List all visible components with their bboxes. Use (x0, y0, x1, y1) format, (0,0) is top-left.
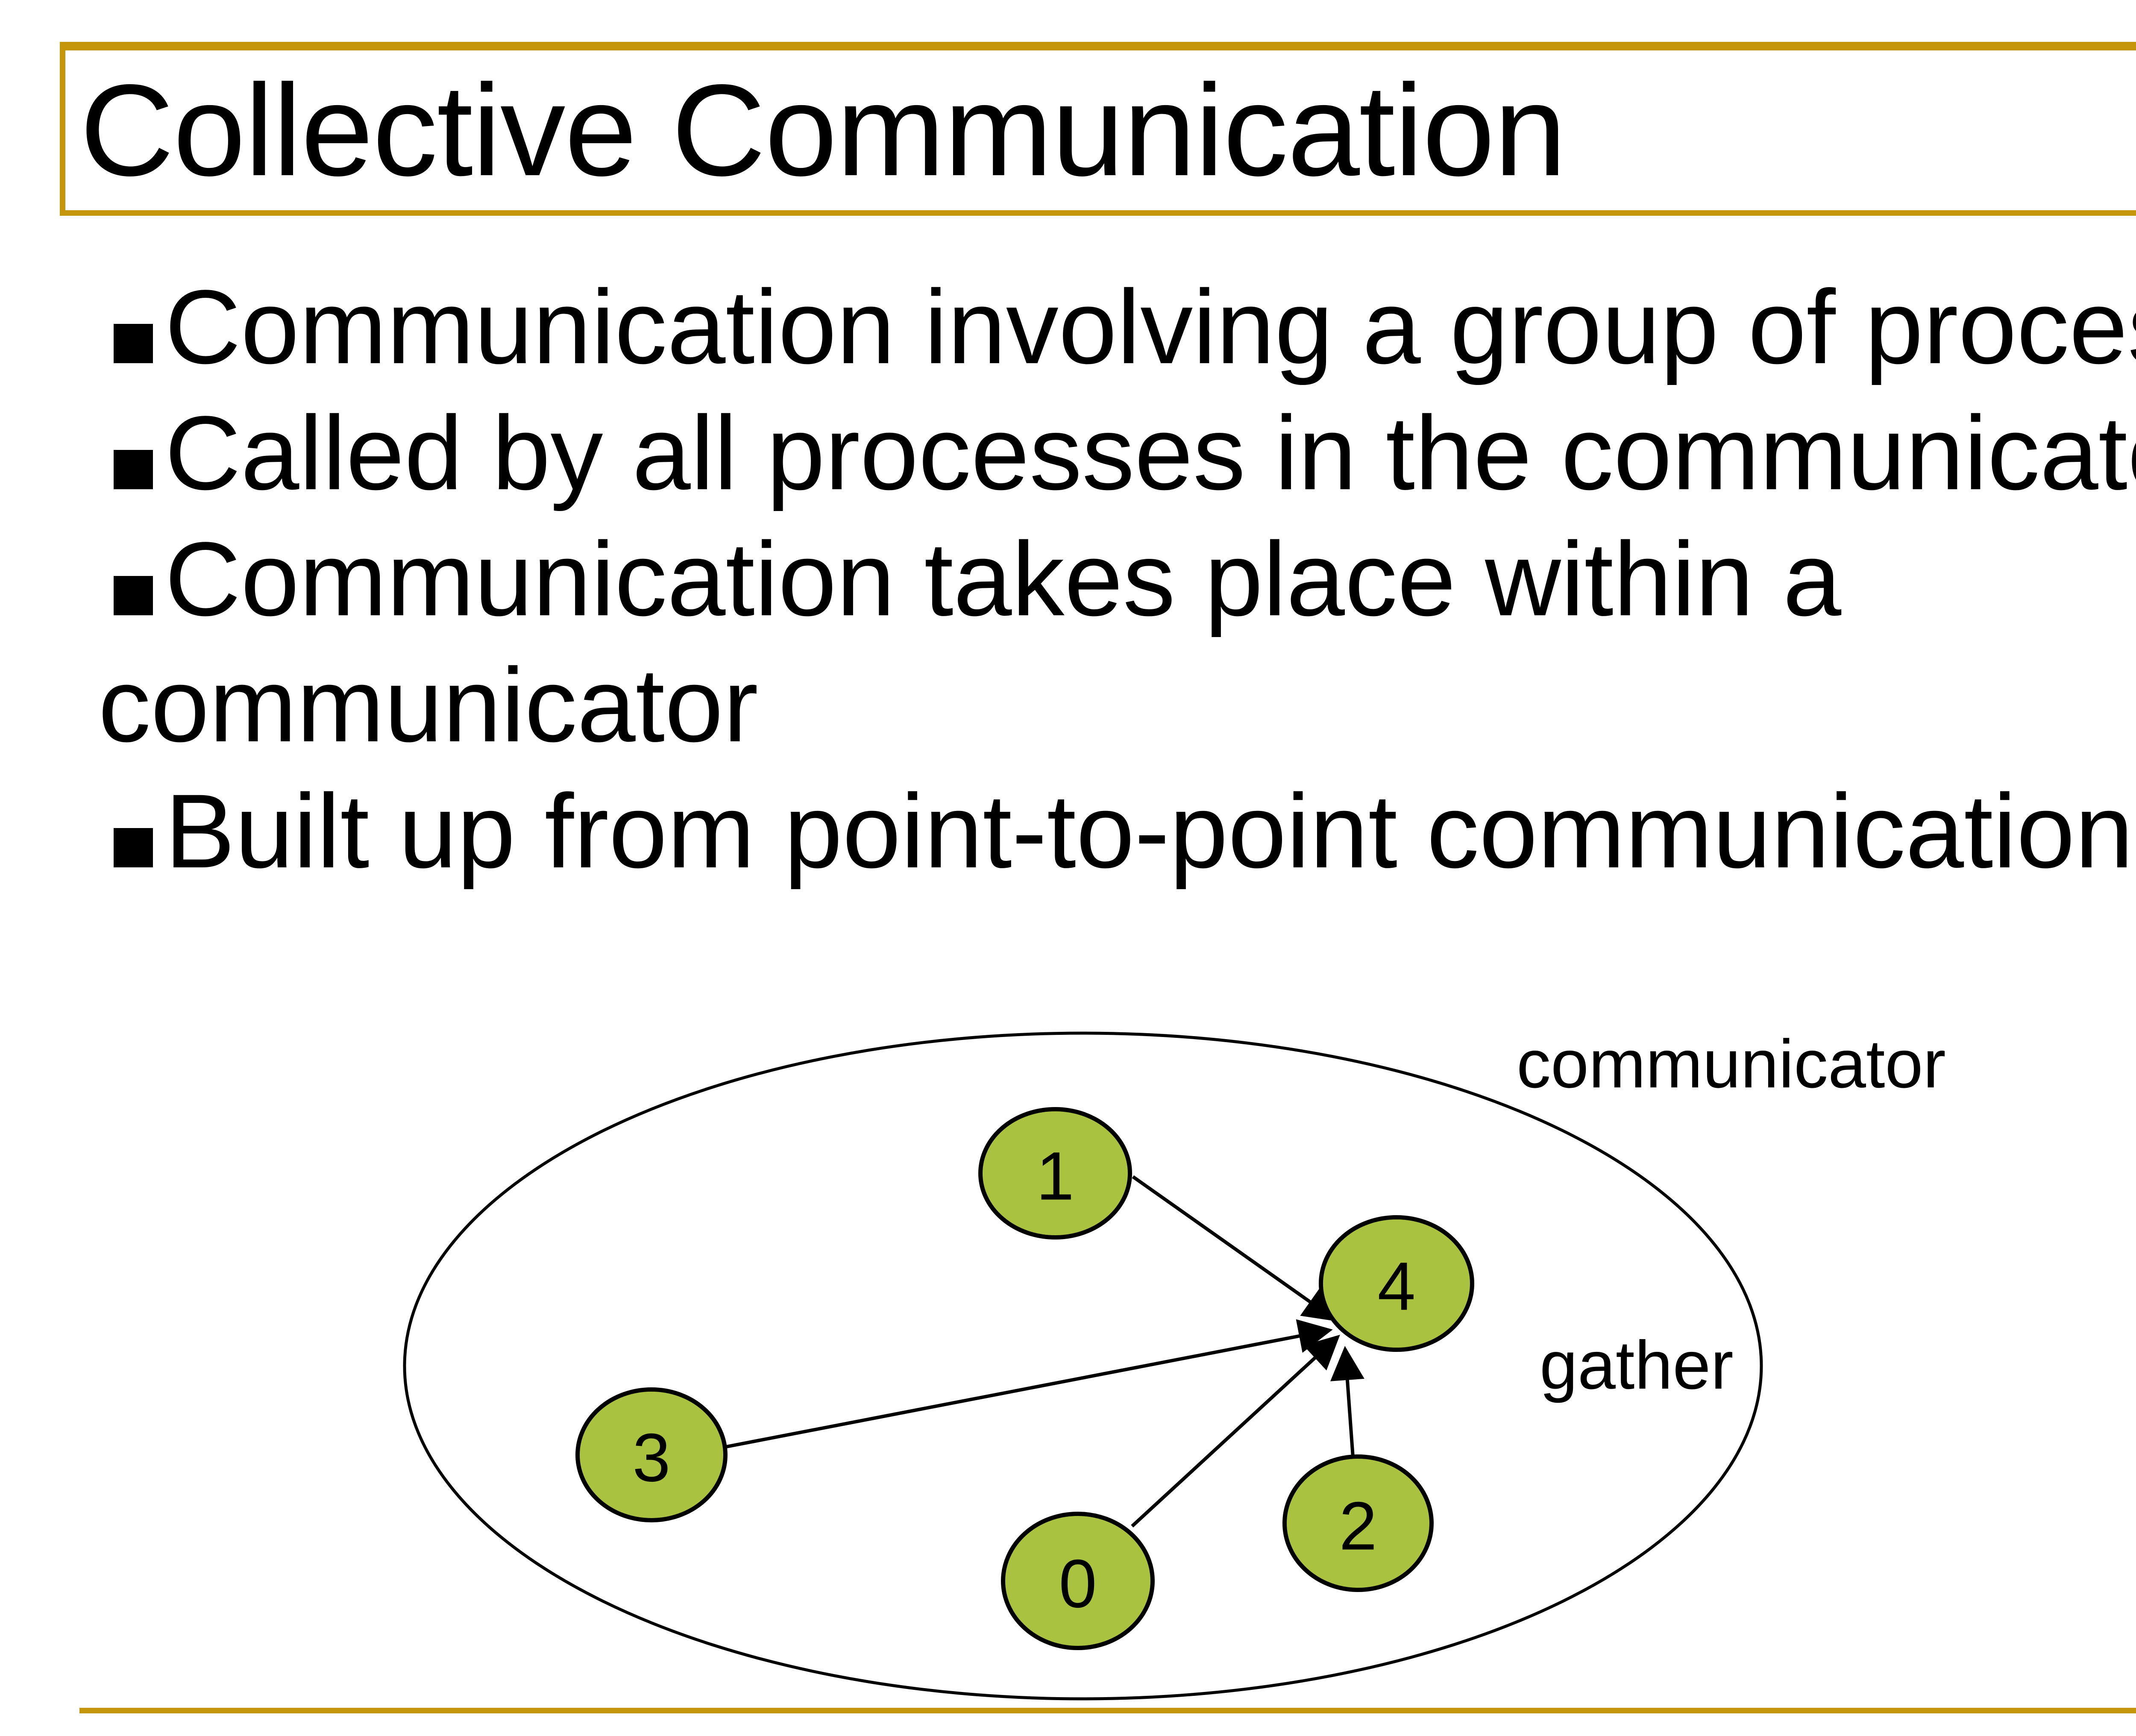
process-node-0 (1001, 1512, 1155, 1650)
process-node-4 (1319, 1215, 1474, 1352)
bullet-text: communicator (98, 646, 758, 764)
bullet-square-icon (114, 828, 153, 867)
process-node-1 (978, 1107, 1132, 1240)
process-node-2 (1282, 1454, 1434, 1592)
bullet-square-icon (114, 450, 153, 489)
node-label-4: 4 (1378, 1248, 1416, 1325)
bottom-accent-rule (79, 1708, 2136, 1713)
process-node-3 (575, 1387, 728, 1522)
list-item: Communication takes place within a (98, 516, 2136, 642)
node-label-3: 3 (633, 1419, 671, 1496)
list-item-wrapped-line: communicator (98, 642, 2136, 768)
title-box: Collective Communication (60, 42, 2136, 216)
edge-node2-to-node4 (1330, 1346, 1364, 1457)
node-label-0: 0 (1059, 1545, 1097, 1622)
bullet-text: Communication involving a group of proce… (165, 268, 2136, 386)
edge-node1-to-node4 (1132, 1175, 1338, 1322)
bullet-text: Called by all processes in the communica… (165, 394, 2136, 512)
bullet-square-icon (114, 324, 153, 363)
communicator-label: communicator (1517, 1025, 1946, 1102)
bullet-list: Communication involving a group of proce… (98, 264, 2136, 894)
list-item: Called by all processes in the communica… (98, 390, 2136, 516)
edge-node3-to-node4 (726, 1319, 1333, 1448)
bullet-text: Built up from point-to-point communicati… (165, 773, 2136, 890)
page-title: Collective Communication (80, 57, 1567, 203)
bullet-square-icon (114, 576, 153, 615)
list-item: Communication involving a group of proce… (98, 264, 2136, 390)
bullet-text: Communication takes place within a (165, 520, 1842, 638)
node-label-1: 1 (1036, 1138, 1074, 1214)
gather-label: gather (1540, 1327, 1734, 1403)
list-item: Built up from point-to-point communicati… (98, 768, 2136, 894)
edge-node0-to-node4 (1131, 1334, 1340, 1527)
node-label-2: 2 (1339, 1488, 1377, 1564)
communicator-boundary-ellipse (403, 1031, 1763, 1701)
